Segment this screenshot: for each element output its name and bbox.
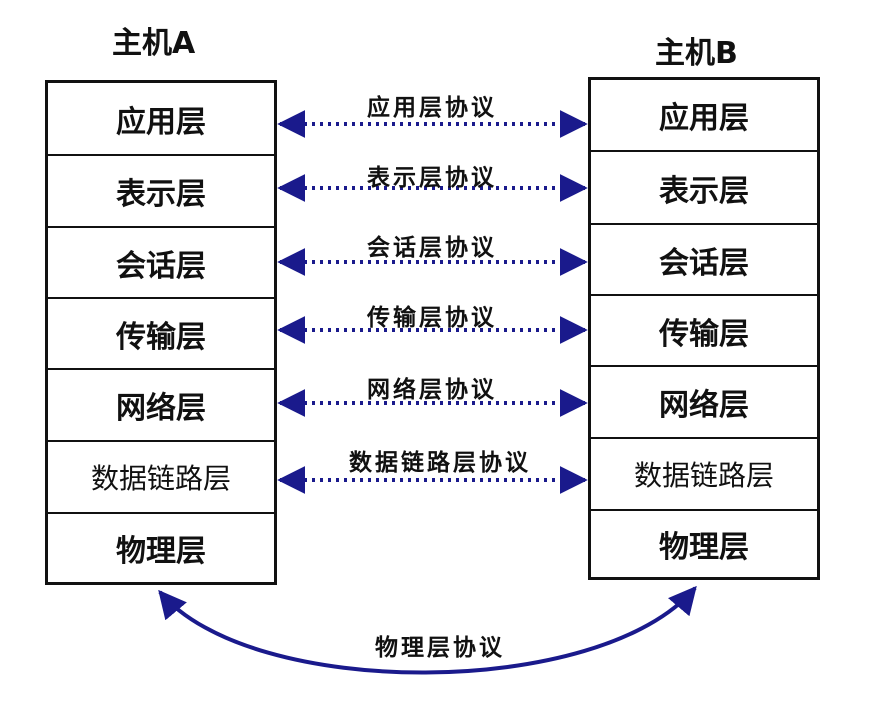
host-a-layer-application: 应用层 xyxy=(48,83,274,156)
host-a-stack: 应用层 表示层 会话层 传输层 网络层 数据链路层 物理层 xyxy=(45,80,277,585)
host-a-layer-presentation: 表示层 xyxy=(48,156,274,228)
protocol-arrows xyxy=(277,110,588,494)
host-b-layer-application: 应用层 xyxy=(591,80,817,152)
host-a-layer-transport: 传输层 xyxy=(48,299,274,370)
host-b-layer-network: 网络层 xyxy=(591,367,817,439)
host-b-layer-presentation: 表示层 xyxy=(591,152,817,225)
protocol-label-application: 应用层协议 xyxy=(367,95,497,121)
host-b-stack: 应用层 表示层 会话层 传输层 网络层 数据链路层 物理层 xyxy=(588,77,820,580)
host-a-layer-network: 网络层 xyxy=(48,370,274,442)
protocol-label-physical: 物理层协议 xyxy=(375,635,505,661)
protocol-label-session: 会话层协议 xyxy=(367,235,497,261)
host-b-layer-transport: 传输层 xyxy=(591,296,817,367)
host-a-layer-session: 会话层 xyxy=(48,228,274,299)
protocol-label-presentation: 表示层协议 xyxy=(367,165,497,191)
protocol-label-network: 网络层协议 xyxy=(367,377,497,403)
host-a-title: 主机A xyxy=(112,26,196,61)
host-a-layer-physical: 物理层 xyxy=(116,534,206,569)
protocol-label-transport: 传输层协议 xyxy=(367,305,497,331)
host-a-layer-datalink: 数据链路层 xyxy=(48,442,274,514)
protocol-label-datalink: 数据链路层协议 xyxy=(349,450,531,476)
host-b-layer-physical: 物理层 xyxy=(659,530,749,565)
host-b-layer-datalink: 数据链路层 xyxy=(591,439,817,511)
physical-link-arc xyxy=(158,585,697,675)
host-b-layer-session: 会话层 xyxy=(591,225,817,296)
host-b-title: 主机B xyxy=(655,36,738,71)
